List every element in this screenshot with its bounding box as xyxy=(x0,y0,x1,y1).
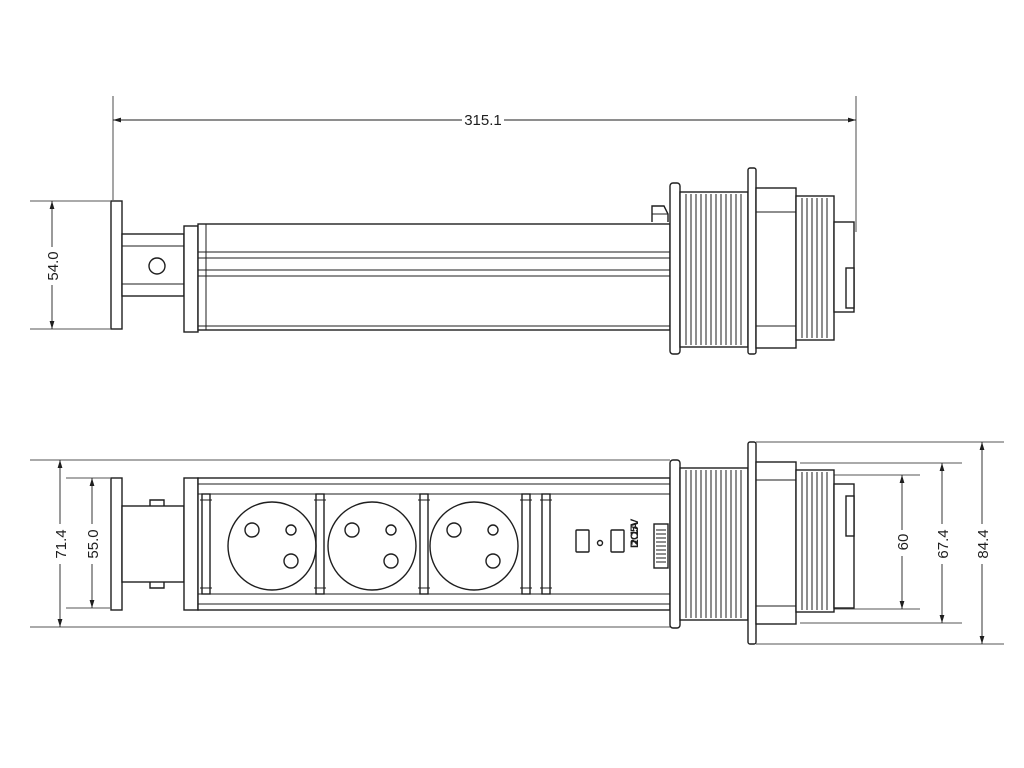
thread-lines-front xyxy=(685,470,742,618)
front-extrusion xyxy=(197,477,671,611)
partition-rail xyxy=(201,493,211,595)
partition-rail xyxy=(419,493,429,595)
push-latch xyxy=(653,523,669,569)
dim-hole-small: 60 xyxy=(895,534,912,551)
usb-current-label: 2.1A xyxy=(629,522,641,545)
side-lock-nut xyxy=(755,187,797,349)
dim-side-height: 54.0 xyxy=(45,251,62,280)
front-nut-ring xyxy=(747,441,757,645)
partition-rails xyxy=(200,493,552,595)
dim-front-inner-height: 55.0 xyxy=(85,529,102,558)
thread-lines xyxy=(685,194,742,345)
socket-2 xyxy=(327,501,417,591)
dim-front-outer-height: 71.4 xyxy=(53,529,70,558)
front-lock-nut xyxy=(755,461,797,625)
partition-rail xyxy=(541,493,551,595)
dim-flange-outer: 84.4 xyxy=(975,529,992,558)
partition-rail xyxy=(521,493,531,595)
usb-panel: DC5V 2.1A xyxy=(575,518,669,569)
side-connector-block xyxy=(121,233,185,297)
mounting-hole xyxy=(148,257,166,275)
thread-lines-front-rear xyxy=(801,472,828,610)
side-dimensions: 315.1 54.0 xyxy=(30,96,857,330)
front-connector-block xyxy=(121,505,185,583)
front-threaded-body xyxy=(679,467,749,621)
side-threaded-body xyxy=(679,191,749,348)
partition-rail xyxy=(315,493,325,595)
dim-overall-length: 315.1 xyxy=(464,112,502,129)
usb-port-1 xyxy=(575,529,590,553)
dim-hole-mid: 67.4 xyxy=(935,529,952,558)
front-top-flange xyxy=(669,459,681,629)
side-extrusion-tube xyxy=(197,223,671,331)
socket-1 xyxy=(227,501,317,591)
thread-lines-rear xyxy=(801,198,828,338)
socket-3 xyxy=(429,501,519,591)
front-view: DC5V 2.1A xyxy=(110,441,855,645)
side-top-flange xyxy=(669,182,681,355)
usb-port-2 xyxy=(610,529,625,553)
side-view xyxy=(110,167,855,355)
front-dimensions: 71.4 55.0 60 67.4 84.4 xyxy=(30,441,1004,645)
usb-voltage-label: DC5V xyxy=(629,518,641,548)
front-end-cap xyxy=(110,477,123,611)
side-nut-ring xyxy=(747,167,757,355)
usb-led-indicator xyxy=(596,539,604,547)
side-end-cap xyxy=(110,200,123,330)
